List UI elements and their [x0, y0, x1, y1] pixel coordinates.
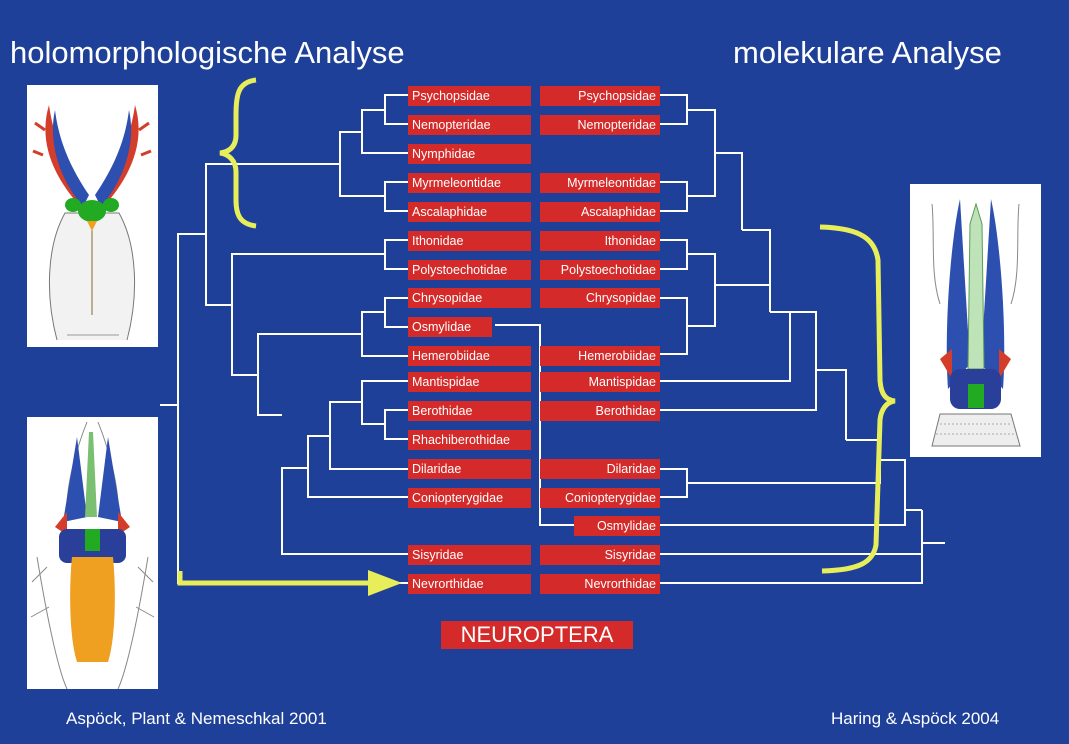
larval-head-top-left-drawing [32, 105, 152, 341]
larval-head-top-left-illustration [27, 85, 158, 347]
taxon-right-coniopterygidae: Coniopterygidae [540, 488, 660, 508]
larval-head-right-drawing [931, 199, 1021, 447]
larval-head-bottom-left-drawing [30, 421, 155, 689]
taxon-right-ascalaphidae: Ascalaphidae [540, 202, 660, 222]
taxon-left-psychopsidae: Psychopsidae [408, 86, 531, 106]
taxon-right-nevrorthidae: Nevrorthidae [540, 574, 660, 594]
taxon-right-dilaridae: Dilaridae [540, 459, 660, 479]
credit-morphological: Aspöck, Plant & Nemeschkal 2001 [66, 709, 327, 728]
taxon-left-coniopterygidae: Coniopterygidae [408, 488, 531, 508]
taxon-left-ascalaphidae: Ascalaphidae [408, 202, 531, 222]
arrow-head [368, 570, 402, 596]
taxon-left-chrysopidae: Chrysopidae [408, 288, 531, 308]
taxon-left-myrmeleontidae: Myrmeleontidae [408, 173, 531, 193]
taxon-right-berothidae: Berothidae [540, 401, 660, 421]
taxon-right-myrmeleontidae: Myrmeleontidae [540, 173, 660, 193]
taxon-right-ithonidae: Ithonidae [540, 231, 660, 251]
taxon-right-mantispidae: Mantispidae [540, 372, 660, 392]
taxon-left-sisyridae: Sisyridae [408, 545, 531, 565]
taxon-left-nemopteridae: Nemopteridae [408, 115, 531, 135]
title-molecular: molekulare Analyse [733, 35, 1002, 70]
taxon-left-ithonidae: Ithonidae [408, 231, 531, 251]
taxon-left-dilaridae: Dilaridae [408, 459, 531, 479]
taxon-right-hemerobiidae: Hemerobiidae [540, 346, 660, 366]
taxon-right-polystoechotidae: Polystoechotidae [540, 260, 660, 280]
larval-head-right-illustration [910, 184, 1041, 457]
taxon-left-osmylidae: Osmylidae [408, 317, 492, 337]
cladogram-left [160, 94, 574, 584]
cladogram-right [660, 94, 945, 584]
taxon-left-nevrorthidae: Nevrorthidae [408, 574, 531, 594]
title-morphological: holomorphologische Analyse [10, 35, 405, 70]
taxon-right-chrysopidae: Chrysopidae [540, 288, 660, 308]
taxon-right-osmylidae: Osmylidae [574, 516, 660, 536]
group-label-neuroptera: NEUROPTERA [441, 621, 633, 649]
arrow-shaft [177, 571, 370, 586]
taxon-right-nemopteridae: Nemopteridae [540, 115, 660, 135]
taxon-left-hemerobiidae: Hemerobiidae [408, 346, 531, 366]
brace-left [219, 77, 257, 229]
larval-head-bottom-left-illustration [27, 417, 158, 689]
taxon-left-polystoechotidae: Polystoechotidae [408, 260, 531, 280]
taxon-left-nymphidae: Nymphidae [408, 144, 531, 164]
taxon-left-rhachiberothidae: Rhachiberothidae [408, 430, 531, 450]
taxon-left-mantispidae: Mantispidae [408, 372, 531, 392]
taxon-right-sisyridae: Sisyridae [540, 545, 660, 565]
taxon-right-psychopsidae: Psychopsidae [540, 86, 660, 106]
taxon-left-berothidae: Berothidae [408, 401, 531, 421]
credit-molecular: Haring & Aspöck 2004 [831, 709, 1000, 728]
brace-right [819, 224, 896, 574]
